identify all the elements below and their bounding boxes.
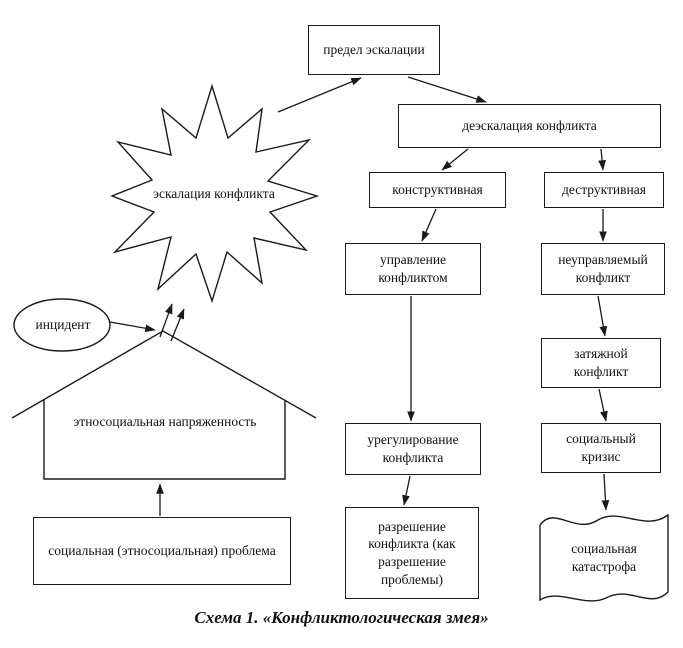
arrow-deescalation-to-destructive [598, 148, 606, 171]
arrow-house-to-star-1 [159, 303, 173, 338]
node-constructive-label: конструктивная [392, 182, 483, 198]
node-unmanaged-conflict-label: неуправляемый конфликт [558, 252, 648, 285]
node-destructive-label: деструктивная [562, 182, 646, 198]
incident-ellipse-shape [13, 298, 111, 352]
node-conflict-settlement: урегулирование конфликта [345, 423, 481, 475]
escalation-starburst-shape [110, 83, 320, 304]
node-conflict-settlement-label: урегулирование конфликта [367, 432, 459, 465]
catastrophe-wave-shape [539, 513, 669, 602]
node-protracted-conflict-label: затяжной конфликт [573, 346, 629, 379]
node-social-crisis: социальный кризис [541, 423, 661, 473]
node-ethnosocial-tension: этносоциальная напряженность [58, 396, 272, 448]
node-destructive: деструктивная [544, 172, 664, 208]
arrow-incident-to-house [109, 321, 156, 333]
node-conflict-resolution: разрешение конфликта (как разрешение про… [345, 507, 479, 599]
node-conflict-resolution-label: разрешение конфликта (как разрешение про… [368, 518, 456, 587]
arrow-crisis-to-catastrophe [601, 473, 610, 511]
node-ethnosocial-tension-label: этносоциальная напряженность [73, 414, 257, 430]
node-conflict-management-label: управление конфликтом [378, 252, 448, 285]
arrow-star-to-limit [277, 77, 362, 113]
node-conflict-management: управление конфликтом [345, 243, 481, 295]
arrow-limit-to-deescalation [407, 76, 487, 103]
node-unmanaged-conflict: неуправляемый конфликт [541, 243, 665, 295]
node-escalation-limit-label: предел эскалации [323, 42, 425, 58]
node-social-catastrophe: социальная катастрофа [548, 532, 660, 584]
node-escalation-limit: предел эскалации [308, 25, 440, 75]
node-constructive: конструктивная [369, 172, 506, 208]
node-deescalation-label: деэскалация конфликта [462, 118, 597, 134]
node-deescalation: деэскалация конфликта [398, 104, 661, 148]
node-protracted-conflict: затяжной конфликт [541, 338, 661, 388]
arrow-settlement-to-resolution [402, 475, 411, 506]
arrow-deescalation-to-constructive [441, 148, 469, 171]
node-conflict-escalation: эскалация конфликта [152, 168, 276, 220]
node-social-crisis-label: социальный кризис [566, 431, 636, 464]
arrow-constructive-to-management [421, 208, 437, 242]
arrow-house-to-star-2 [170, 308, 185, 342]
node-conflict-escalation-label: эскалация конфликта [153, 186, 275, 202]
node-social-catastrophe-label: социальная катастрофа [571, 541, 637, 574]
house-body-shape [43, 400, 286, 480]
node-social-problem-label: социальная (этносоциальная) проблема [48, 543, 276, 559]
node-social-problem: социальная (этносоциальная) проблема [33, 517, 291, 585]
node-incident: инцидент [20, 308, 106, 342]
arrow-unmanaged-to-protracted [597, 295, 608, 337]
house-roof-shape [11, 330, 317, 419]
diagram-caption: Схема 1. «Конфликтологическая змея» [194, 608, 489, 627]
node-incident-label: инцидент [35, 317, 91, 333]
arrow-protracted-to-crisis [598, 388, 608, 422]
